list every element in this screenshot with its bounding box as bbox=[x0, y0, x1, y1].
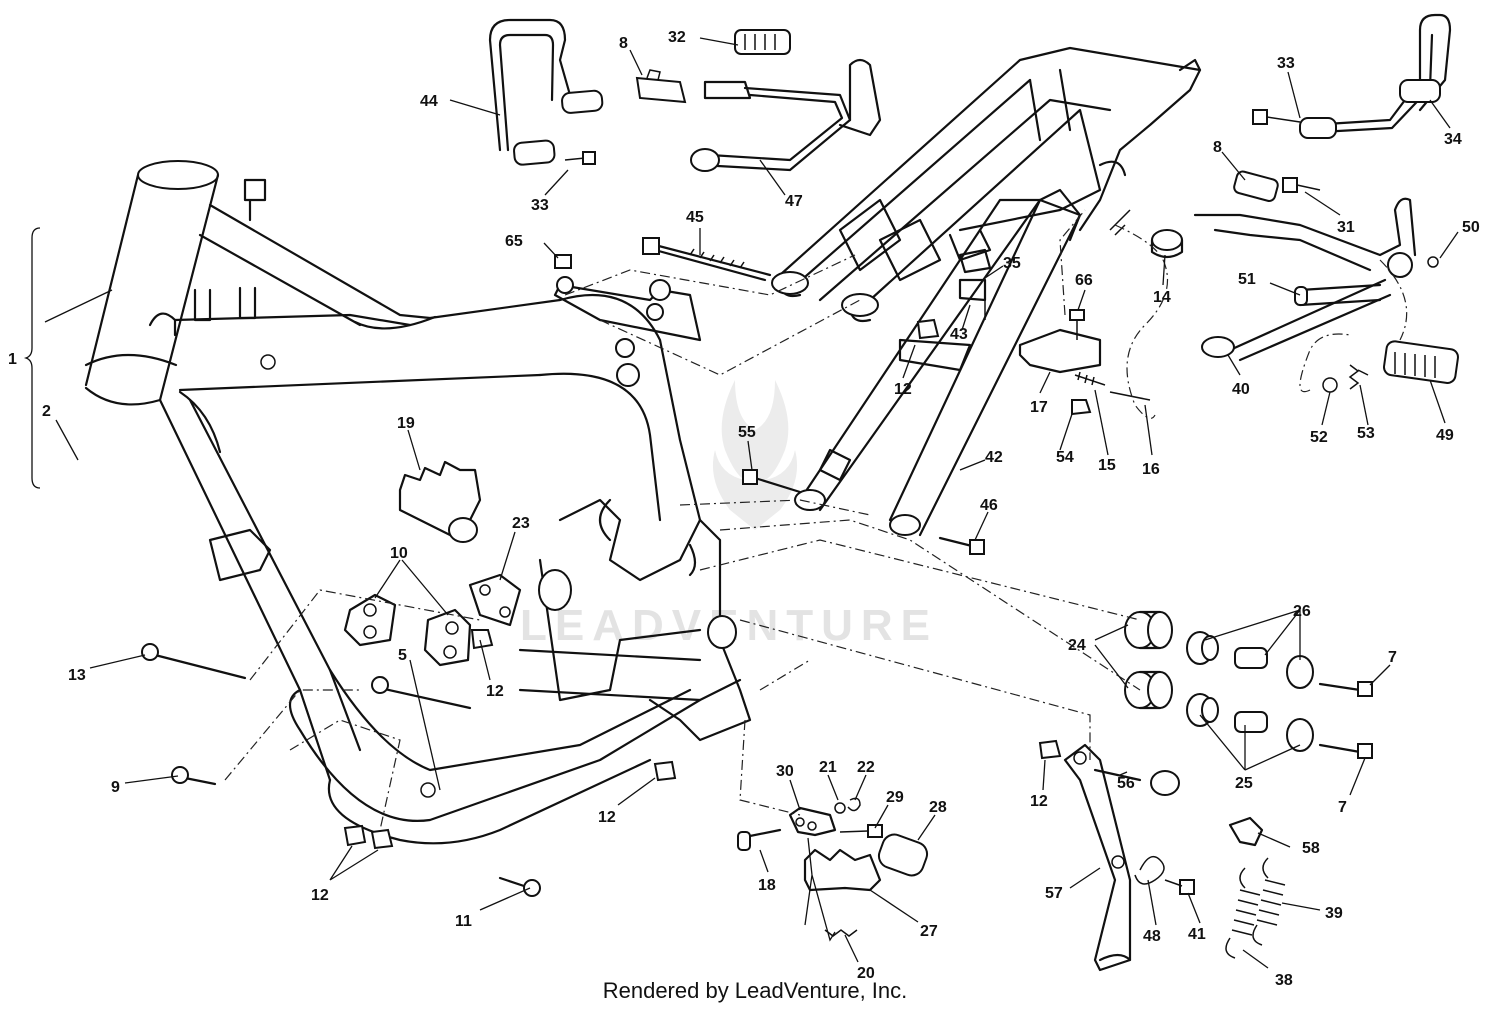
callout-12-d: 12 bbox=[598, 809, 616, 826]
callout-31: 31 bbox=[1337, 219, 1355, 236]
callout-43: 43 bbox=[950, 326, 968, 343]
subframe bbox=[771, 46, 1202, 537]
callout-17: 17 bbox=[1030, 399, 1048, 416]
callout-18: 18 bbox=[758, 877, 776, 894]
leader-lines bbox=[44, 37, 1459, 969]
callout-15: 15 bbox=[1098, 457, 1116, 474]
callout-50: 50 bbox=[1462, 219, 1480, 236]
engine-bushings bbox=[1124, 610, 1373, 759]
callout-28: 28 bbox=[929, 799, 947, 816]
callout-46: 46 bbox=[980, 497, 998, 514]
callout-53: 53 bbox=[1357, 425, 1375, 442]
callout-58: 58 bbox=[1302, 840, 1320, 857]
frame-bolts bbox=[141, 643, 677, 897]
callout-47: 47 bbox=[785, 193, 803, 210]
callout-26: 26 bbox=[1293, 603, 1311, 620]
callout-8-b: 8 bbox=[1213, 139, 1222, 156]
callout-7-a: 7 bbox=[1388, 649, 1397, 666]
callout-51: 51 bbox=[1238, 271, 1256, 288]
callout-45: 45 bbox=[686, 209, 704, 226]
watermark: LEADVENTURE bbox=[520, 380, 930, 650]
callout-65: 65 bbox=[505, 233, 523, 250]
callout-35: 35 bbox=[1003, 255, 1021, 272]
callout-23: 23 bbox=[512, 515, 530, 532]
callout-24: 24 bbox=[1068, 637, 1086, 654]
callout-11: 11 bbox=[455, 913, 472, 930]
stand-switch-hardware bbox=[958, 209, 1184, 416]
watermark-logo bbox=[712, 380, 798, 530]
callout-52: 52 bbox=[1310, 429, 1328, 446]
callout-8: 8 bbox=[619, 35, 628, 52]
callout-12-c: 12 bbox=[311, 887, 329, 904]
callout-22: 22 bbox=[857, 759, 875, 776]
callout-39: 39 bbox=[1325, 905, 1343, 922]
callout-12-b: 12 bbox=[486, 683, 504, 700]
main-frame bbox=[84, 160, 752, 845]
callout-1: 1 bbox=[8, 351, 17, 368]
render-credit: Rendered by LeadVenture, Inc. bbox=[602, 978, 908, 1003]
callout-14: 14 bbox=[1153, 289, 1171, 306]
callout-40: 40 bbox=[1232, 381, 1250, 398]
callout-54: 54 bbox=[1056, 449, 1074, 466]
callout-66: 66 bbox=[1075, 272, 1093, 289]
callout-42: 42 bbox=[985, 449, 1003, 466]
callout-13: 13 bbox=[68, 667, 86, 684]
callout-49: 49 bbox=[1436, 427, 1454, 444]
callout-30: 30 bbox=[776, 763, 794, 780]
callout-38: 38 bbox=[1275, 972, 1293, 989]
callout-55: 55 bbox=[738, 424, 756, 441]
callout-labels: 1 2 44 33 8 32 47 45 65 35 66 14 43 12 1… bbox=[8, 29, 1480, 989]
callout-57: 57 bbox=[1045, 885, 1063, 902]
callout-29: 29 bbox=[886, 789, 904, 806]
rider-footpeg-left bbox=[398, 460, 522, 627]
passenger-peg-bracket-left bbox=[488, 18, 882, 172]
callout-41: 41 bbox=[1188, 926, 1206, 943]
callout-20: 20 bbox=[857, 965, 875, 982]
frame-assembly-brace bbox=[23, 227, 41, 489]
callout-12-e: 12 bbox=[1030, 793, 1048, 810]
side-stand-assembly bbox=[1038, 739, 1286, 972]
callout-10: 10 bbox=[390, 545, 408, 562]
engine-mount-hardware bbox=[553, 237, 772, 342]
callout-25: 25 bbox=[1235, 775, 1253, 792]
callout-19: 19 bbox=[397, 415, 415, 432]
callout-16: 16 bbox=[1142, 461, 1160, 478]
callout-5: 5 bbox=[398, 647, 407, 664]
subframe-bolts bbox=[742, 318, 985, 555]
callout-44: 44 bbox=[420, 93, 438, 110]
callout-33: 33 bbox=[531, 197, 549, 214]
callout-56: 56 bbox=[1117, 775, 1135, 792]
callout-33-b: 33 bbox=[1277, 55, 1295, 72]
callout-12-a: 12 bbox=[894, 381, 912, 398]
mounting-plates bbox=[343, 593, 494, 667]
callout-9: 9 bbox=[111, 779, 120, 796]
passenger-peg-bracket-right bbox=[1193, 13, 1459, 393]
assembly-lines bbox=[224, 209, 1408, 831]
callout-27: 27 bbox=[920, 923, 938, 940]
callout-21: 21 bbox=[819, 759, 837, 776]
callout-2: 2 bbox=[42, 403, 51, 420]
callout-32: 32 bbox=[668, 29, 686, 46]
callout-7-b: 7 bbox=[1338, 799, 1347, 816]
rider-footpeg-right bbox=[737, 797, 929, 937]
callout-48: 48 bbox=[1143, 928, 1161, 945]
callout-34: 34 bbox=[1444, 131, 1462, 148]
